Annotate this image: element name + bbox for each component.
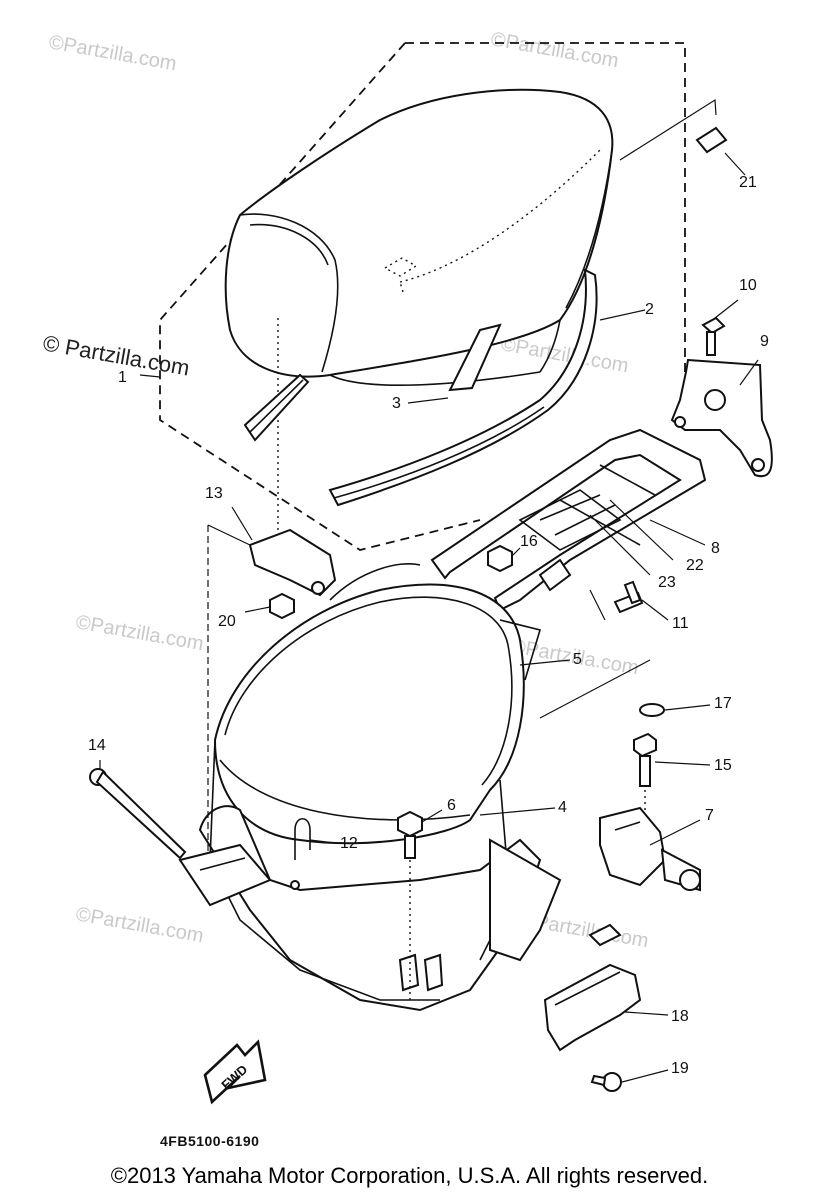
bracket	[670, 358, 773, 478]
callout-numbers: 1 2 3 4 5 6 7 8 9 10 11 12 13 14 15 16 1…	[88, 174, 769, 1077]
bolt	[613, 580, 644, 614]
forward-arrow-icon: FWD	[203, 1039, 267, 1105]
seat-trim	[243, 268, 598, 507]
watermark-overlay: © Partzilla.com	[41, 330, 191, 380]
callout-7: 7	[705, 807, 714, 824]
callout-15: 15	[714, 757, 732, 774]
watermark: ©Partzilla.com	[74, 903, 205, 947]
callout-1: 1	[118, 369, 127, 386]
plate-part	[448, 323, 502, 392]
copyright-notice: ©2013 Yamaha Motor Corporation, U.S.A. A…	[110, 1163, 709, 1188]
seat-lock	[599, 806, 701, 892]
pin	[89, 768, 187, 860]
callout-8: 8	[711, 540, 720, 557]
watermark: ©Partzilla.com	[74, 611, 205, 655]
callout-4: 4	[558, 799, 567, 816]
label-sticker	[695, 126, 728, 154]
callout-14: 14	[88, 737, 106, 754]
callout-23: 23	[658, 574, 676, 591]
hook	[294, 817, 311, 860]
storage-box	[178, 562, 562, 1012]
callout-16: 16	[520, 533, 538, 550]
watermark: ©Partzilla.com	[489, 28, 620, 72]
callout-3: 3	[392, 395, 401, 412]
callout-9: 9	[760, 333, 769, 350]
watermark: ©Partzilla.com	[47, 31, 178, 75]
callout-11: 11	[672, 615, 689, 632]
callout-5: 5	[573, 651, 582, 668]
screw	[590, 1072, 622, 1092]
callout-21: 21	[739, 174, 757, 191]
callout-2: 2	[645, 301, 654, 318]
callout-18: 18	[671, 1008, 689, 1025]
leader-lines	[99, 152, 759, 1083]
bolt	[397, 810, 423, 1000]
callout-22: 22	[686, 557, 704, 574]
leader-line	[619, 98, 717, 161]
callout-12: 12	[340, 835, 358, 852]
hinge	[207, 524, 337, 597]
bracket	[543, 923, 642, 1052]
bolt	[701, 316, 726, 356]
callout-17: 17	[714, 695, 732, 712]
nut	[269, 592, 295, 620]
washer	[639, 703, 665, 717]
callout-10: 10	[739, 277, 757, 294]
callout-19: 19	[671, 1060, 689, 1077]
striker	[633, 732, 657, 820]
diagram-part-number: 4FB5100-6190	[160, 1133, 260, 1149]
callout-13: 13	[205, 485, 223, 502]
nut	[487, 544, 513, 573]
seat	[224, 88, 614, 530]
callout-6: 6	[447, 797, 456, 814]
callout-20: 20	[218, 613, 236, 630]
